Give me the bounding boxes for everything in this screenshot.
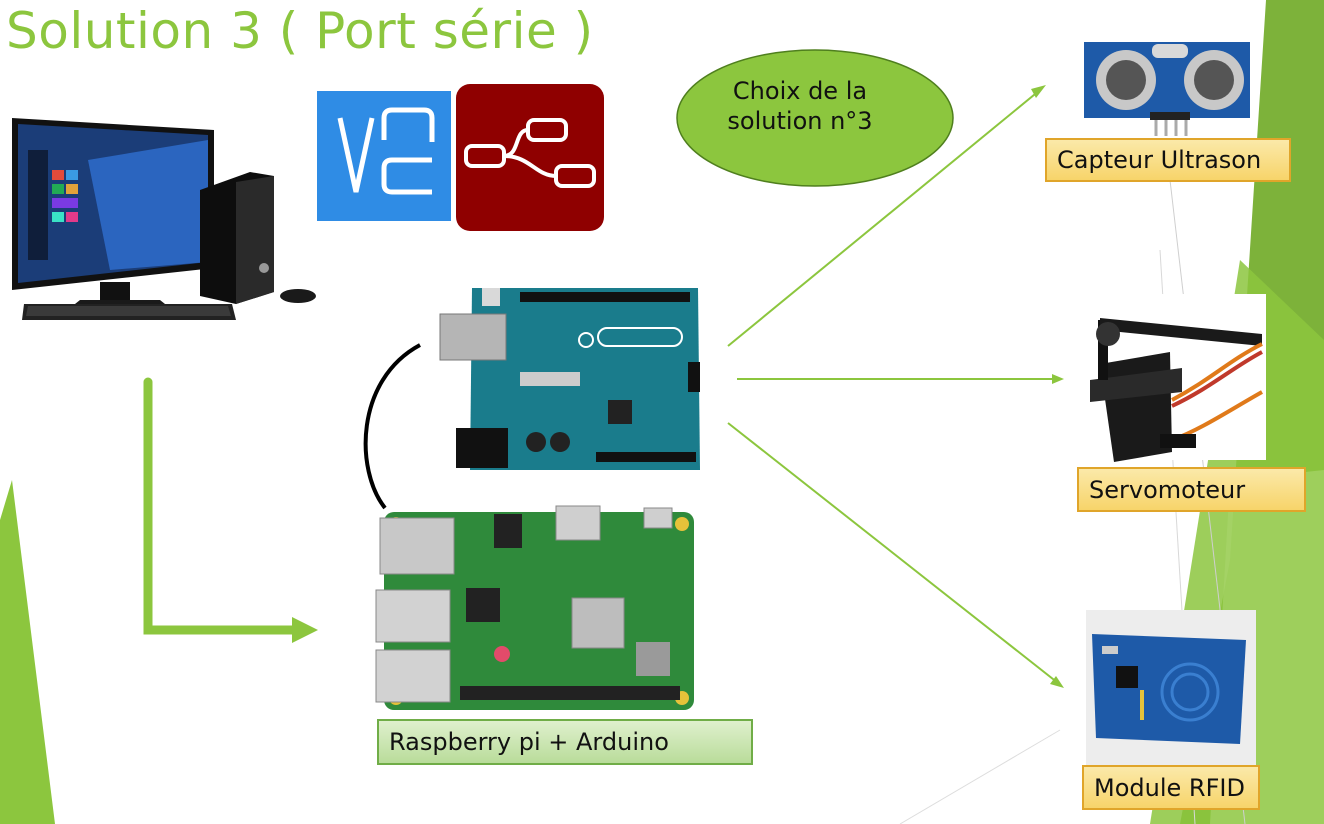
raspberry-label: Raspberry pi + Arduino [377, 719, 753, 765]
ultrason-label: Capteur Ultrason [1045, 138, 1291, 182]
node-red-logo-icon [456, 84, 604, 231]
arduino-to-rfid-arrow [727, 422, 1064, 688]
callout-text: Choix de la solution n°3 [700, 76, 900, 136]
usb-cable [363, 343, 421, 510]
callout-ellipse [676, 49, 954, 187]
callout-line-2: solution n°3 [727, 107, 873, 135]
servo-motor-icon [1070, 294, 1266, 462]
arduino-to-servo-arrow [737, 374, 1064, 384]
callout-line-1: Choix de la [732, 77, 868, 105]
slide-title: Solution 3 ( Port série ) [6, 2, 594, 60]
desktop-computer-icon [12, 118, 316, 320]
rfid-label: Module RFID [1082, 765, 1260, 810]
raspberry-pi-board-icon [375, 505, 694, 710]
computer-to-raspberry-arrow [143, 377, 318, 643]
hc-sr04-sensor-icon [1084, 42, 1250, 136]
arduino-uno-board-icon [439, 288, 700, 470]
rfid-rc522-module-icon [1086, 610, 1256, 766]
arduino-to-ultrason-arrow [727, 85, 1046, 347]
vnc-logo-icon [317, 91, 451, 221]
servo-label: Servomoteur [1077, 467, 1306, 512]
